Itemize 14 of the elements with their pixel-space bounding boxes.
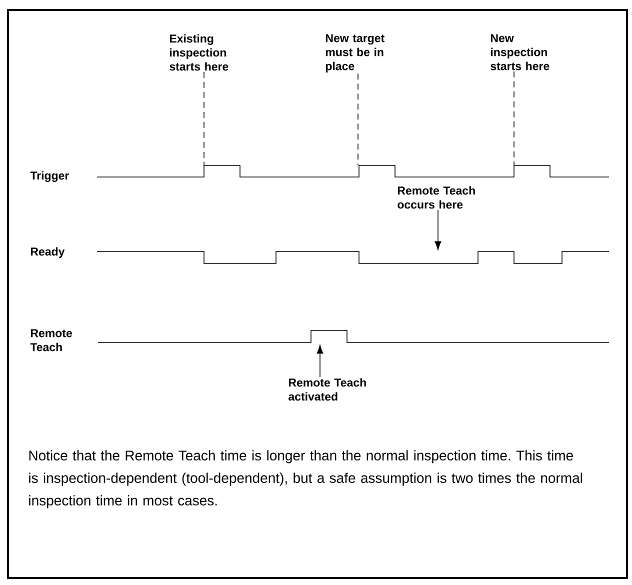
annotation-text: New inspection starts here — [490, 34, 550, 70]
signal-label: Trigger — [30, 171, 70, 182]
waveform — [96, 251, 610, 264]
arrow — [316, 345, 324, 378]
annotation-text: Existing inspection starts here — [170, 34, 228, 71]
annotation-text: New target must be in place — [326, 34, 384, 72]
arrow — [434, 209, 442, 250]
annotation-text: Remote Teach activated — [288, 378, 366, 401]
signal-label: Remote Teach — [30, 329, 72, 352]
note-text: Notice that the Remote Teach time is longer than the normal inspection time. This time is inspection-dependent (tool-dependent), but a safe assumption is two times the normal inspection time in most cases. — [29, 450, 582, 508]
annotation-text: Remote Teach occurs here — [398, 186, 475, 209]
waveform — [96, 165, 610, 178]
waveform — [98, 330, 610, 343]
signal-label: Ready — [30, 247, 65, 258]
